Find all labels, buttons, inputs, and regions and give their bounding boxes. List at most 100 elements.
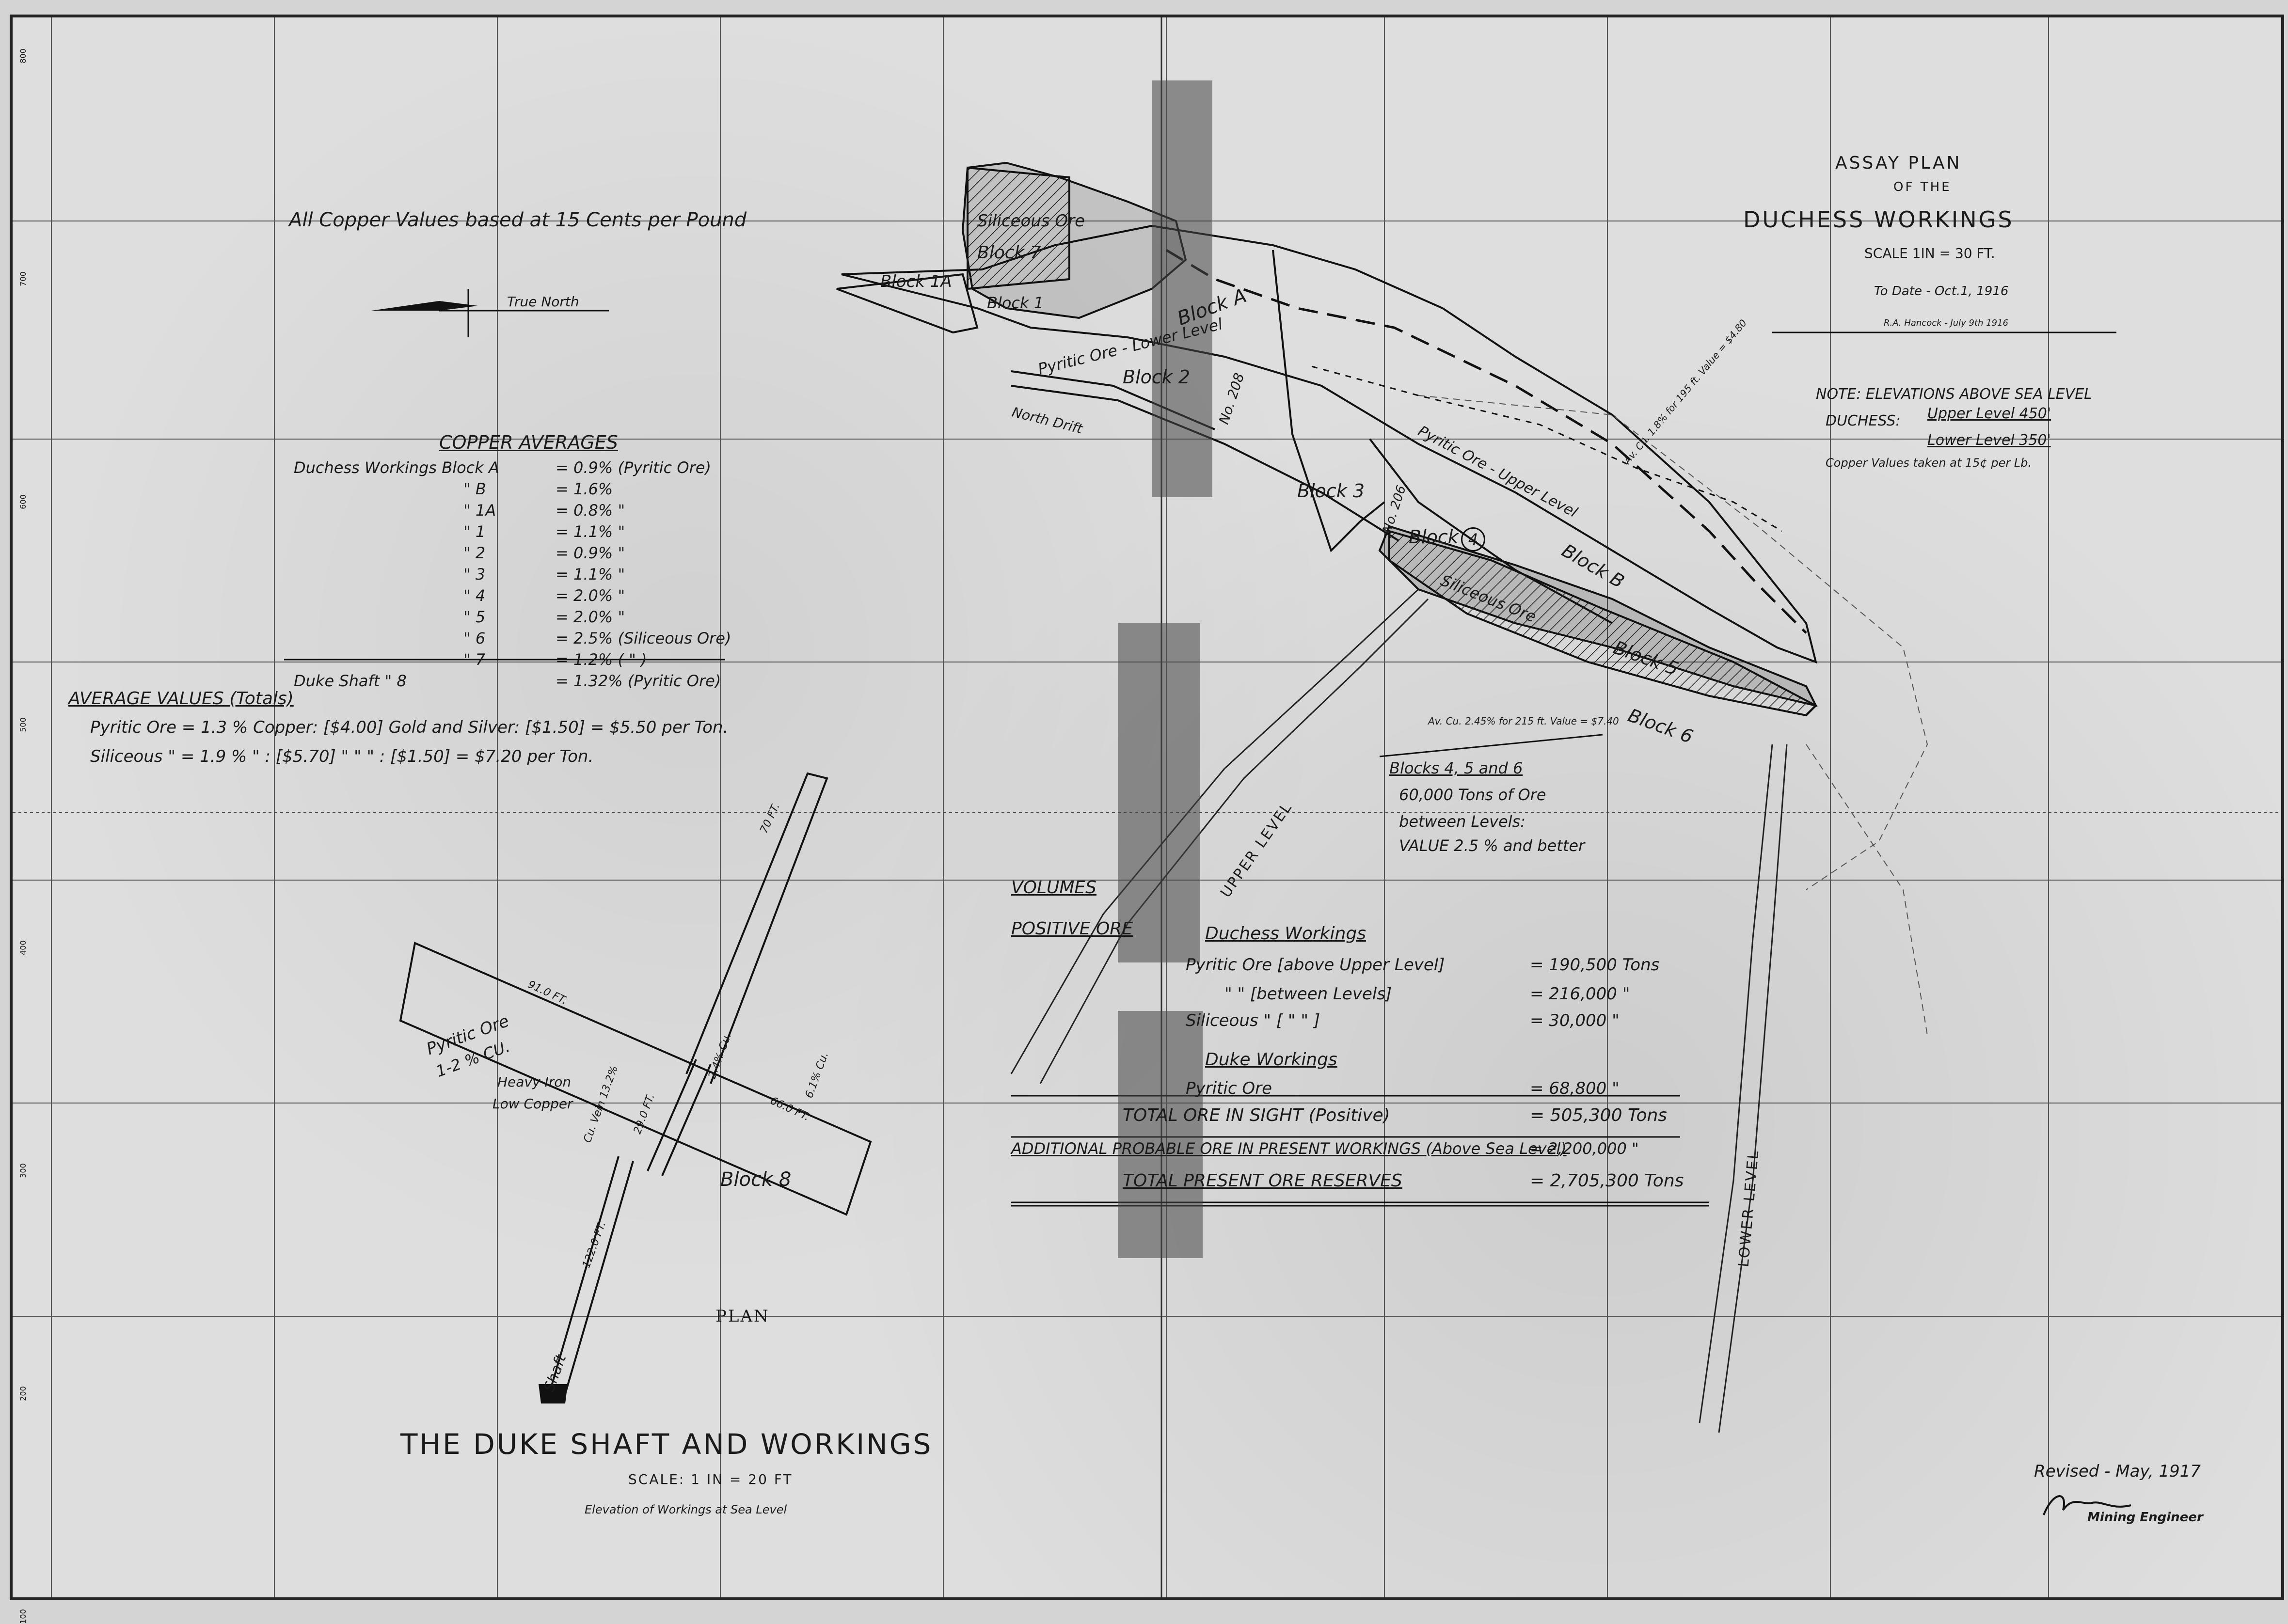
copper-average-value: = 0.8% " xyxy=(556,501,625,520)
mining-engineer: Mining Engineer xyxy=(2087,1510,2203,1525)
copper-average-value: = 1.32% (Pyritic Ore) xyxy=(556,672,721,690)
volume-row-label: Siliceous " [ " " ] xyxy=(1186,1011,1320,1030)
copper-average-value: = 0.9% " xyxy=(556,544,625,562)
copper-average-label: " 6 xyxy=(463,629,486,647)
duchess-date: To Date - Oct.1, 1916 xyxy=(1874,284,2009,299)
copper-average-value: = 1.1% " xyxy=(556,522,625,541)
blocks-4-5-6-hatch xyxy=(1388,530,1818,717)
total-sight-label: TOTAL ORE IN SIGHT (Positive) xyxy=(1123,1105,1390,1125)
border-tick-label: 700 xyxy=(18,271,28,286)
duke-title: THE DUKE SHAFT AND WORKINGS xyxy=(400,1428,933,1461)
elevation-note: NOTE: ELEVATIONS ABOVE SEA LEVEL xyxy=(1816,386,2092,403)
total-reserves-value: = 2,705,300 Tons xyxy=(1530,1171,1684,1191)
assay-note-1: Av. Cu. 2.45% for 215 ft. Value = $7.40 xyxy=(1428,715,1619,727)
average-pyritic: Pyritic Ore = 1.3 % Copper: [$4.00] Gold… xyxy=(90,718,729,737)
copper-average-label: Duke Shaft " 8 xyxy=(294,672,407,690)
duke-elevation: Elevation of Workings at Sea Level xyxy=(585,1503,787,1516)
copper-average-value: = 0.9% (Pyritic Ore) xyxy=(556,458,711,477)
elevation-copper: Copper Values taken at 15¢ per Lb. xyxy=(1826,456,2032,470)
copper-average-label: " 5 xyxy=(463,608,486,626)
copper-average-label: " 4 xyxy=(463,586,486,605)
copper-average-value: = 1.2% ( " ) xyxy=(556,650,647,669)
copper-averages-title: COPPER AVERAGES xyxy=(439,432,618,453)
block-1a-outline xyxy=(836,273,979,334)
copper-basis: All Copper Values based at 15 Cents per … xyxy=(289,209,747,231)
total-reserves-label: TOTAL PRESENT ORE RESERVES xyxy=(1123,1171,1402,1191)
copper-average-value: = 1.1% " xyxy=(556,565,625,583)
true-north-label: True North xyxy=(507,294,579,310)
blocks-note-4: VALUE 2.5 % and better xyxy=(1399,836,1585,855)
blocks-note-1: Blocks 4, 5 and 6 xyxy=(1389,759,1523,777)
copper-average-label: " 7 xyxy=(463,650,486,669)
north-arrow-icon xyxy=(371,289,609,337)
tape-strip xyxy=(1152,80,1212,497)
volume-row-value: = 216,000 " xyxy=(1530,984,1630,1004)
duke-pyritic-value: = 68,800 " xyxy=(1530,1079,1620,1098)
copper-average-label: " 2 xyxy=(463,544,486,562)
duchess-title-line2: OF THE xyxy=(1893,180,1952,194)
positive-ore-title: POSITIVE ORE xyxy=(1011,919,1133,939)
volume-row-value: = 30,000 " xyxy=(1530,1011,1620,1030)
duke-block8: Block 8 xyxy=(720,1168,792,1191)
additional-label: ADDITIONAL PROBABLE ORE IN PRESENT WORKI… xyxy=(1011,1139,1567,1158)
copper-average-label: " 3 xyxy=(463,565,486,583)
duke-low-copper: Low Copper xyxy=(493,1096,573,1112)
duchess-title-line1: ASSAY PLAN xyxy=(1835,153,1962,173)
shaft-marker-icon xyxy=(539,1384,568,1403)
blocks-note-3: between Levels: xyxy=(1399,812,1526,831)
duke-workings xyxy=(399,772,872,1395)
tape-strip xyxy=(1118,1011,1203,1258)
label-block7: Block 7 xyxy=(977,243,1041,263)
volumes-title: VOLUMES xyxy=(1011,878,1097,898)
copper-average-label: " 1 xyxy=(463,522,486,541)
average-values-title: AVERAGE VALUES (Totals) xyxy=(68,689,294,709)
copper-average-label: " B xyxy=(463,480,486,498)
copper-average-value: = 2.0% " xyxy=(556,608,625,626)
duchess-author: R.A. Hancock - July 9th 1916 xyxy=(1884,318,2009,328)
level-lines xyxy=(1010,588,1788,1433)
duke-plan: PLAN xyxy=(715,1307,770,1326)
blocks-note-2: 60,000 Tons of Ore xyxy=(1399,786,1546,804)
border-tick-label: 300 xyxy=(18,1163,28,1178)
border-tick-label: 500 xyxy=(18,717,28,732)
revised-date: Revised - May, 1917 xyxy=(2034,1462,2201,1481)
copper-average-label: " 1A xyxy=(463,501,496,520)
border-tick-label: 400 xyxy=(18,940,28,955)
duke-pyritic-label: Pyritic Ore xyxy=(1186,1079,1272,1098)
signature-icon xyxy=(2043,1495,2131,1515)
map-sheet: ASSAY PLAN OF THE DUCHESS WORKINGS SCALE… xyxy=(10,15,2284,1624)
total-sight-value: = 505,300 Tons xyxy=(1530,1105,1668,1125)
label-block2: Block 2 xyxy=(1123,366,1191,388)
duchess-workings-title: Duchess Workings xyxy=(1205,924,1366,944)
label-block1: Block 1 xyxy=(987,294,1044,312)
tape-strip xyxy=(1118,623,1200,962)
blocks-leader xyxy=(1379,734,1603,757)
copper-average-value: = 1.6% xyxy=(556,480,613,498)
volume-row-label: Pyritic Ore [above Upper Level] xyxy=(1186,955,1445,975)
volume-row-label: " " [between Levels] xyxy=(1224,984,1392,1004)
label-block1a: Block 1A xyxy=(880,272,952,291)
elevation-duchess: DUCHESS: xyxy=(1826,412,1901,429)
duke-scale: SCALE: 1 IN = 20 FT xyxy=(628,1471,793,1487)
elevation-upper: Upper Level 450' xyxy=(1927,405,2051,422)
label-siliceous-ore: Siliceous Ore xyxy=(977,211,1085,231)
copper-average-value: = 2.5% (Siliceous Ore) xyxy=(556,629,731,647)
duchess-title: DUCHESS WORKINGS xyxy=(1743,206,2014,233)
dashed-outline xyxy=(1418,395,1928,1036)
border-tick-label: 800 xyxy=(18,48,28,63)
copper-average-label: Duchess Workings Block A xyxy=(294,458,499,477)
volume-row-value: = 190,500 Tons xyxy=(1530,955,1660,975)
average-siliceous: Siliceous " = 1.9 % " : [$5.70] " " " : … xyxy=(90,747,594,766)
label-block4-number: 4 xyxy=(1461,527,1485,552)
copper-average-value: = 2.0% " xyxy=(556,586,625,605)
border-tick-label: 200 xyxy=(18,1386,28,1401)
label-block3: Block 3 xyxy=(1297,480,1365,502)
border-tick-label: 600 xyxy=(18,494,28,509)
label-block4: Block xyxy=(1409,526,1459,548)
elevation-lower: Lower Level 350' xyxy=(1927,432,2051,449)
duke-workings-title: Duke Workings xyxy=(1205,1050,1337,1070)
additional-value: = 2,200,000 " xyxy=(1530,1139,1639,1158)
border-tick-label: 100 xyxy=(18,1609,28,1624)
duke-heavy-iron: Heavy Iron xyxy=(497,1074,572,1090)
duchess-scale: SCALE 1IN = 30 FT. xyxy=(1864,245,1995,261)
